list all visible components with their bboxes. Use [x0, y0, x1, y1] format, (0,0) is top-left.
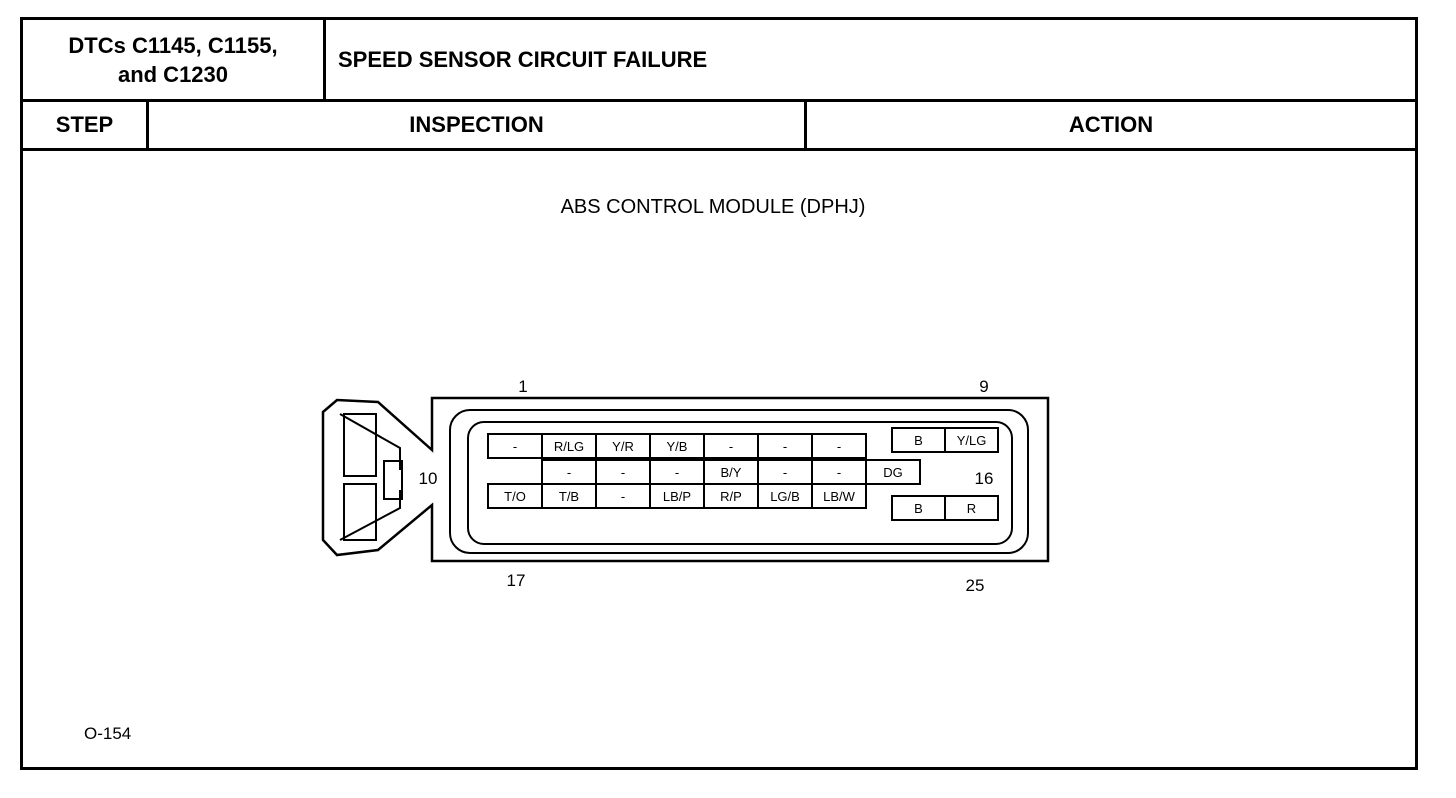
latch-upper-slot	[343, 413, 377, 477]
pin-row1-2-box	[541, 433, 597, 459]
column-inspection: INSPECTION	[409, 112, 544, 137]
pin-row2-4-box	[703, 459, 759, 485]
inspection-divider	[804, 100, 807, 149]
pin-number-16: 16	[975, 469, 994, 488]
header-divider	[323, 20, 326, 100]
pin-row3-1: T/O	[504, 489, 526, 504]
pin-row2-5-box	[757, 459, 813, 485]
pin-row3-4-box	[649, 483, 705, 509]
pin-row1-right-1: B	[914, 433, 923, 448]
pin-row1-1: -	[513, 439, 517, 454]
pin-number-9: 9	[979, 377, 988, 396]
pin-row2-7-box	[865, 459, 921, 485]
pin-row3-7: LB/W	[823, 489, 856, 504]
pin-number-25: 25	[966, 576, 985, 595]
header-rule	[23, 99, 1415, 102]
pin-row1-2: R/LG	[554, 439, 584, 454]
pin-row1-7: -	[837, 439, 841, 454]
pin-number-1: 1	[518, 377, 527, 396]
pin-row1-5: -	[729, 439, 733, 454]
pin-row3-3: -	[621, 489, 625, 504]
pin-row2-5: -	[783, 465, 787, 480]
pin-row3-6-box	[757, 483, 813, 509]
pin-row1-4: Y/B	[667, 439, 688, 454]
latch-inner	[339, 413, 401, 541]
pin-row3-right-1: B	[914, 501, 923, 516]
pin-row2-3-box	[649, 459, 705, 485]
pin-number-17: 17	[507, 571, 526, 590]
pin-row2-7: DG	[883, 465, 903, 480]
dtc-line-1: DTCs C1145, C1155,	[68, 32, 278, 58]
pin-row3-right-2: R	[967, 501, 976, 516]
pin-row1-7-box	[811, 433, 867, 459]
connector-wall-inner	[467, 421, 1013, 545]
pin-row3-2-box	[541, 483, 597, 509]
step-divider	[146, 100, 149, 149]
pin-row3-right-2-box	[944, 495, 999, 521]
page-title: SPEED SENSOR CIRCUIT FAILURE	[338, 46, 708, 72]
connector-wall-outer	[449, 409, 1029, 554]
pin-row1-1-box	[487, 433, 543, 459]
pin-row3-3-box	[595, 483, 651, 509]
pin-row3-2: T/B	[559, 489, 579, 504]
latch-lower-slot	[343, 483, 377, 541]
pin-row3-6: LG/B	[770, 489, 800, 504]
pin-row1-right-2: Y/LG	[957, 433, 987, 448]
figure-id: O-154	[84, 724, 132, 743]
pin-row1-3-box	[595, 433, 651, 459]
table-frame	[20, 17, 1418, 770]
pin-row2-6: -	[837, 465, 841, 480]
connector-housing	[321, 396, 1050, 563]
pin-row2-1: -	[567, 465, 571, 480]
column-action: ACTION	[1068, 112, 1154, 137]
pin-row1-6: -	[783, 439, 787, 454]
pin-row2-4: B/Y	[721, 465, 742, 480]
diagram-title: ABS CONTROL MODULE (DPHJ)	[560, 196, 866, 218]
pin-row2-2: -	[621, 465, 625, 480]
pin-row1-right-2-box	[944, 427, 999, 453]
pin-row3-1-box	[487, 483, 543, 509]
pin-row1-4-box	[649, 433, 705, 459]
pin-row2-3: -	[675, 465, 679, 480]
pin-row2-6-box	[811, 459, 867, 485]
pin-row1-3: Y/R	[612, 439, 634, 454]
pin-row1-right-1-box	[891, 427, 946, 453]
pin-cells: - R/LG Y/R Y/B - - - B Y/LG - - - B/Y - - DG T/O T/B - LB/P…	[487, 427, 999, 521]
column-step: STEP	[55, 112, 114, 137]
pin-row3-5: R/P	[720, 489, 742, 504]
column-header-rule	[23, 148, 1415, 151]
latch-key	[383, 460, 403, 500]
pin-row1-6-box	[757, 433, 813, 459]
dtc-codes: DTCs C1145, C1155, and C1230	[23, 20, 323, 99]
pin-row3-7-box	[811, 483, 867, 509]
pin-number-10: 10	[419, 469, 438, 488]
dtc-line-2: and C1230	[117, 61, 229, 87]
pin-row3-4: LB/P	[663, 489, 691, 504]
